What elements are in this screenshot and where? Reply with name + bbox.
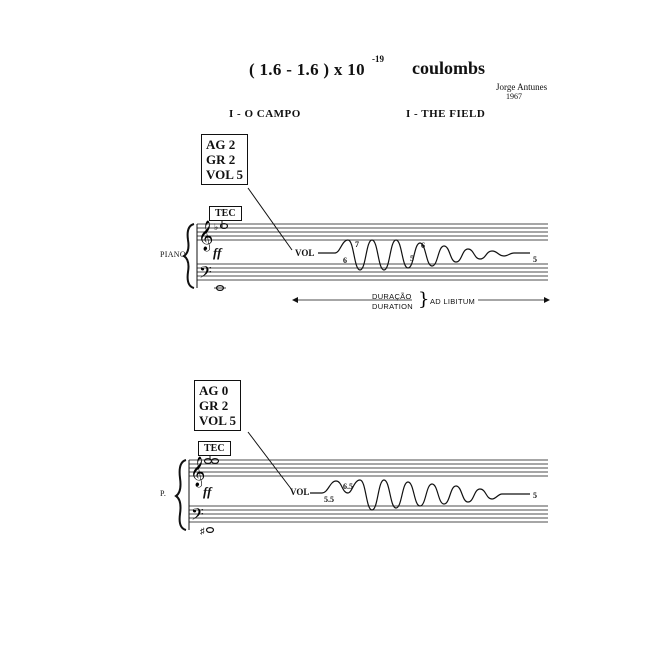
wave-number-6: 5.5: [324, 495, 334, 504]
wave-number-4: 6: [421, 241, 425, 250]
note-2c: [205, 526, 215, 533]
bass-clef-icon-1: 𝄢: [199, 262, 212, 286]
leader-line-1: [247, 187, 293, 251]
tec-box-2: TEC: [198, 441, 231, 456]
setting-vol: VOL 5: [206, 167, 243, 182]
setting-vol: VOL 5: [199, 413, 236, 428]
wave-number-8: 5: [533, 491, 537, 500]
duration-mode: AD LIBITUM: [430, 297, 476, 306]
brace-1: [182, 223, 195, 289]
setting-ag: AG 0: [199, 383, 229, 398]
dynamic-marking-1: ff: [213, 245, 222, 260]
dynamic-marking-2: ff: [203, 484, 212, 499]
treble-staff-1: [197, 223, 548, 241]
instrument-label-2: P.: [160, 489, 167, 498]
wave-number-5: 5: [533, 255, 537, 264]
bass-staff-1: [197, 263, 548, 281]
arrow-right-icon: [544, 297, 550, 303]
wave-number-2: 7: [355, 240, 359, 249]
setting-gr: GR 2: [199, 398, 229, 413]
volume-envelope-1: [318, 239, 530, 271]
title-exponent: -19: [372, 54, 384, 64]
title-unit: coulombs: [412, 58, 486, 78]
brace-duration-icon: }: [418, 289, 429, 310]
leader-line-2: [247, 431, 293, 491]
brace-2: [174, 459, 187, 531]
section-title-en: I - THE FIELD: [406, 108, 486, 120]
flat-icon-1: ♭: [214, 222, 218, 232]
bass-staff-2: [189, 505, 548, 523]
arrow-left-icon: [292, 297, 298, 303]
sharp-icon-2: ♯: [200, 526, 205, 536]
setting-ag: AG 2: [206, 137, 236, 152]
tec-box-1: TEC: [209, 206, 242, 221]
note-2a: [203, 458, 213, 465]
wave-number-7: 6.5: [343, 482, 353, 491]
treble-staff-2: [189, 459, 548, 477]
treble-clef-icon-2: 𝄞: [190, 456, 205, 488]
title: ( 1.6 - 1.6 ) x 10 -19 coulombs: [0, 52, 660, 82]
vol-label-1: VOL: [295, 248, 315, 258]
settings-box-1: AG 2 GR 2 VOL 5: [201, 134, 248, 185]
composer-name: Jorge Antunes: [496, 82, 548, 92]
section-title-pt: I - O CAMPO: [229, 108, 301, 120]
setting-gr: GR 2: [206, 152, 236, 167]
wave-number-3: 5: [410, 254, 414, 263]
note-2b: [210, 458, 220, 465]
duration-label-pt: DURAÇÃO: [372, 292, 412, 301]
duration-label-en: DURATION: [372, 302, 414, 311]
instrument-label-1: PIANO: [160, 250, 186, 259]
bass-clef-icon-2: 𝄢: [191, 504, 204, 528]
treble-clef-icon-1: 𝄞: [198, 220, 213, 252]
vol-label-2: VOL: [290, 487, 310, 497]
settings-box-2: AG 0 GR 2 VOL 5: [194, 380, 241, 431]
note-1a: [219, 223, 229, 230]
composition-year: 1967: [506, 92, 522, 101]
volume-envelope-2: [310, 479, 530, 511]
wave-number-1: 6: [343, 256, 347, 265]
title-formula: ( 1.6 - 1.6 ) x 10: [249, 60, 365, 79]
